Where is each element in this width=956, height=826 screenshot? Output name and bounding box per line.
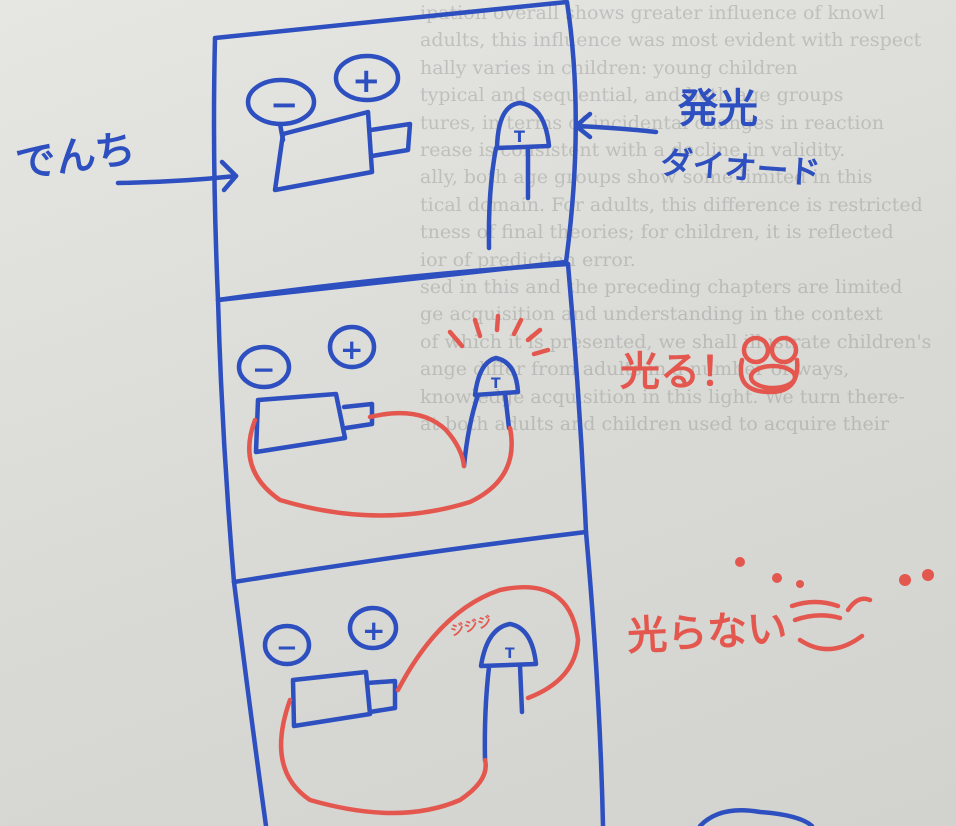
ghost-line: sed in this and the preceding chapters a… bbox=[420, 276, 903, 299]
minus-sign: − bbox=[252, 353, 275, 386]
battery-nub bbox=[368, 121, 413, 159]
minus-terminal-circle bbox=[262, 623, 312, 667]
ghost-line: adults, this influence was most evident … bbox=[420, 29, 922, 52]
battery-body bbox=[290, 669, 373, 729]
battery-icon bbox=[245, 53, 413, 193]
frame-3 bbox=[262, 557, 934, 816]
ghost-line: hally varies in children: young children bbox=[420, 56, 798, 79]
ghost-line: ior of prediction error. bbox=[420, 248, 636, 271]
ghost-line: of which it is presented, we shall illus… bbox=[420, 330, 932, 353]
circuit-wire bbox=[395, 584, 581, 701]
ghost-line: tness of final theories; for children, i… bbox=[420, 221, 894, 244]
arrow-icon bbox=[219, 159, 239, 193]
battery-nub bbox=[341, 401, 375, 431]
battery-lead-left bbox=[277, 121, 286, 143]
led-icon bbox=[486, 100, 552, 251]
led-polarity-mark: T bbox=[491, 376, 501, 392]
battery-icon bbox=[262, 605, 399, 729]
not-lights-label: 光らない bbox=[626, 606, 788, 660]
battery-label: でんち bbox=[13, 126, 138, 188]
led-label-line-2: ダイオード bbox=[659, 143, 821, 192]
ghost-line: ge acquisition and understanding in the … bbox=[420, 303, 883, 326]
led-leg-right bbox=[517, 663, 525, 715]
arrow-icon bbox=[115, 173, 239, 186]
glow-lines bbox=[447, 313, 551, 357]
minus-sign: − bbox=[270, 85, 299, 125]
arrow-icon bbox=[573, 111, 593, 140]
battery-body bbox=[272, 109, 375, 193]
circuit-wire bbox=[278, 697, 488, 816]
frame-1 bbox=[115, 53, 659, 251]
smiley-eye bbox=[769, 335, 799, 365]
led-leg-left bbox=[461, 392, 481, 469]
crying-tear bbox=[845, 596, 873, 613]
smiley-face-icon bbox=[738, 335, 800, 395]
ghost-line: at both adults and children used to acqu… bbox=[420, 413, 889, 436]
led-polarity-mark: T bbox=[514, 127, 525, 146]
lights-label: 光る！ bbox=[620, 349, 740, 395]
frame-2-border-right bbox=[565, 261, 589, 535]
minus-sign: − bbox=[276, 633, 298, 663]
frame-3-border-right bbox=[583, 529, 606, 826]
led-leg-left bbox=[486, 145, 499, 251]
circuit-wire bbox=[367, 410, 467, 469]
battery-icon bbox=[236, 324, 377, 455]
arrow-icon bbox=[573, 123, 659, 135]
plus-terminal-circle bbox=[333, 53, 401, 103]
ghost-line: tical domain. For adults, this differenc… bbox=[420, 193, 923, 216]
minus-terminal-circle bbox=[236, 344, 292, 390]
partial-scribble bbox=[697, 808, 815, 826]
led-bulb bbox=[478, 621, 539, 669]
text-labels: でんち 発光 ダイオード 光る！ 光らない − + − + − + T T T … bbox=[13, 61, 822, 663]
frame-2 bbox=[236, 313, 800, 518]
plus-sign: + bbox=[340, 333, 363, 366]
plus-terminal-circle bbox=[347, 605, 399, 651]
led-bulb bbox=[494, 100, 552, 151]
led-label-line-1: 発光 bbox=[678, 86, 758, 132]
circuit-wire bbox=[247, 417, 514, 518]
led-polarity-mark: T bbox=[505, 646, 515, 662]
ghost-line: typical and sequential, and both age gro… bbox=[420, 84, 844, 107]
battery-nub bbox=[364, 678, 398, 715]
crying-eyes bbox=[789, 599, 843, 623]
led-bulb bbox=[472, 355, 521, 398]
smiley-eye bbox=[741, 335, 771, 365]
plus-sign: + bbox=[362, 614, 385, 647]
battery-body bbox=[253, 391, 348, 455]
show-through-text: ipation overall shows greater influence … bbox=[420, 0, 956, 470]
ghost-line: tures, in terms of incidental changes in… bbox=[420, 111, 885, 134]
led-leg-right bbox=[502, 390, 512, 431]
led-leg-left bbox=[482, 664, 492, 763]
ghost-line: ally, both age groups show some limited … bbox=[420, 166, 873, 189]
plus-terminal-circle bbox=[327, 324, 377, 370]
crying-face-icon bbox=[735, 557, 934, 652]
frame-2-divider bbox=[215, 261, 571, 303]
frame-2-border-left bbox=[215, 297, 237, 585]
crying-mouth bbox=[797, 633, 865, 652]
comic-frames bbox=[211, 0, 606, 826]
frame-3-border-left bbox=[231, 579, 269, 826]
plus-sign: + bbox=[352, 61, 381, 101]
smiley-outline bbox=[738, 357, 800, 395]
ghost-line: ipation overall shows greater influence … bbox=[420, 2, 885, 24]
frame-3-divider bbox=[231, 529, 589, 585]
led-icon bbox=[478, 621, 539, 763]
